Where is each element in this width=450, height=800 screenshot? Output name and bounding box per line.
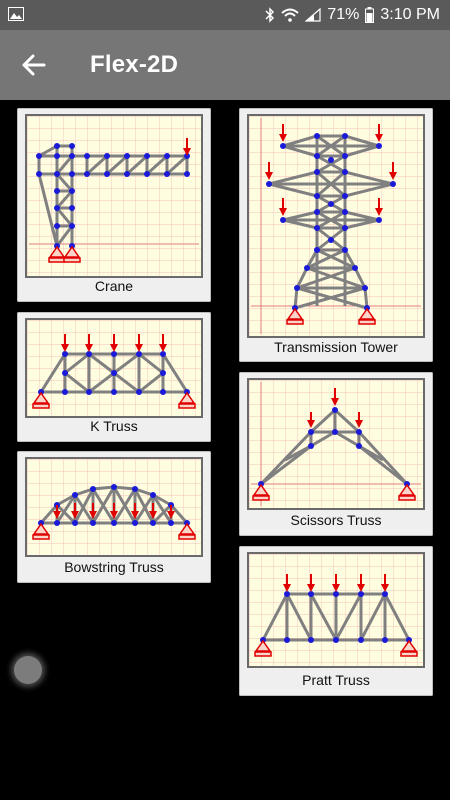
wifi-icon bbox=[281, 8, 300, 22]
card-label-scissors-truss: Scissors Truss bbox=[290, 512, 382, 528]
card-scissors-truss[interactable]: Scissors Truss bbox=[239, 372, 433, 536]
pratt-truss-preview bbox=[247, 552, 425, 668]
card-label-pratt-truss: Pratt Truss bbox=[302, 672, 370, 688]
card-transmission-tower[interactable]: Transmission Tower bbox=[239, 108, 433, 362]
gallery-icon bbox=[8, 7, 24, 21]
card-label-transmission-tower: Transmission Tower bbox=[274, 339, 398, 355]
battery-percent: 71% bbox=[327, 6, 360, 23]
bluetooth-icon bbox=[265, 7, 275, 23]
card-bowstring-truss[interactable]: Bowstring Truss bbox=[17, 451, 211, 583]
status-bar: 71% 3:10 PM bbox=[0, 0, 450, 30]
signal-icon bbox=[305, 8, 321, 22]
k-truss-preview bbox=[25, 318, 203, 418]
card-k-truss[interactable]: K Truss bbox=[17, 312, 211, 442]
bowstring-truss-preview bbox=[25, 457, 203, 557]
floating-touch-button[interactable] bbox=[14, 656, 42, 684]
transmission-tower-preview bbox=[247, 114, 425, 338]
clock: 3:10 PM bbox=[380, 6, 440, 23]
card-label-crane: Crane bbox=[94, 278, 134, 294]
app-title: Flex-2D bbox=[90, 51, 179, 78]
battery-icon bbox=[365, 7, 375, 23]
back-arrow-icon[interactable] bbox=[18, 50, 50, 80]
crane-preview bbox=[25, 114, 203, 278]
scissors-truss-preview bbox=[247, 378, 425, 510]
app-bar: Flex-2D bbox=[0, 30, 450, 100]
card-label-k-truss: K Truss bbox=[90, 418, 138, 434]
card-label-bowstring-truss: Bowstring Truss bbox=[64, 559, 164, 575]
card-pratt-truss[interactable]: Pratt Truss bbox=[239, 546, 433, 696]
card-crane[interactable]: Crane bbox=[17, 108, 211, 302]
